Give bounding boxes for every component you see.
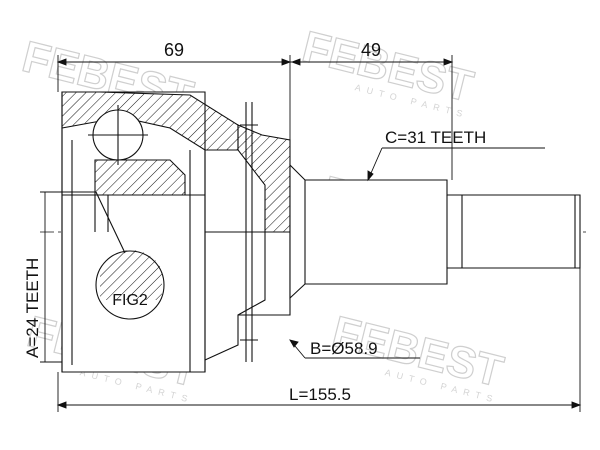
fig2-label: FIG2 bbox=[112, 292, 148, 309]
dim-seal-diameter: B=Ø58.9 bbox=[310, 339, 378, 358]
dim-spline-c: C=31 TEETH bbox=[385, 128, 486, 147]
fig2-detail bbox=[95, 191, 165, 320]
dim-spline-a: A=24 TEETH bbox=[23, 258, 42, 358]
output-shaft bbox=[289, 163, 581, 300]
joint-housing bbox=[61, 91, 291, 373]
dim-shaft-length: 49 bbox=[361, 40, 381, 60]
dim-total-length: L=155.5 bbox=[289, 385, 351, 404]
ball-cage bbox=[88, 105, 148, 165]
dimension-lines bbox=[40, 55, 582, 412]
dim-joint-length: 69 bbox=[164, 40, 184, 60]
